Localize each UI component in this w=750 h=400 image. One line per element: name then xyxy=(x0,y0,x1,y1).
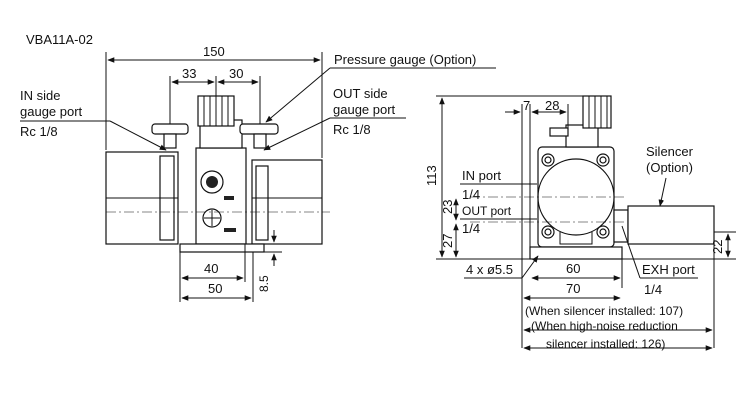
out-port-size: 1/4 xyxy=(462,221,480,236)
pressure-gauge-label: Pressure gauge (Option) xyxy=(334,52,476,67)
dim-27: 27 xyxy=(440,234,455,248)
in-port-size: 1/4 xyxy=(462,187,480,202)
dim-33: 33 xyxy=(182,66,196,81)
side-base-plate xyxy=(529,246,623,260)
in-gauge-label-1: IN side xyxy=(20,88,60,103)
dim-150: 150 xyxy=(203,44,225,59)
note-silencer: (When silencer installed: 107) xyxy=(525,304,683,318)
mount-holes-label: 4 x ø5.5 xyxy=(466,262,513,277)
dim-8-5: 8.5 xyxy=(257,275,271,292)
dim-28: 28 xyxy=(545,98,559,113)
exh-port-label: EXH port xyxy=(642,262,695,277)
dim-22: 22 xyxy=(710,240,725,254)
out-port-label: OUT port xyxy=(462,204,512,218)
side-view: 113 7 28 23 27 IN port 1/4 OUT port 1/4 … xyxy=(424,95,736,351)
dim-70: 70 xyxy=(566,281,580,296)
silencer-label-2: (Option) xyxy=(646,160,693,175)
dim-113: 113 xyxy=(424,165,439,186)
dim-60: 60 xyxy=(566,261,580,276)
exh-port-size: 1/4 xyxy=(644,282,662,297)
in-port-label: IN port xyxy=(462,168,501,183)
base-plate xyxy=(179,243,265,253)
in-gauge-label-2: gauge port xyxy=(20,104,83,119)
out-gauge-label-3: Rc 1/8 xyxy=(333,122,371,137)
note-high-noise-2: silencer installed: 126) xyxy=(546,337,665,351)
dim-23: 23 xyxy=(440,200,455,214)
out-gauge-plug xyxy=(239,123,279,135)
silencer xyxy=(627,205,715,245)
dim-50: 50 xyxy=(208,281,222,296)
out-gauge-label-1: OUT side xyxy=(333,86,388,101)
silencer-label-1: Silencer xyxy=(646,144,694,159)
out-gauge-label-2: gauge port xyxy=(333,102,396,117)
side-regulator-knob xyxy=(582,95,612,129)
in-gauge-plug xyxy=(151,123,189,135)
in-gauge-label-3: Rc 1/8 xyxy=(20,124,58,139)
dim-40: 40 xyxy=(204,261,218,276)
front-view: 150 33 30 40 50 8.5 IN side gauge port R… xyxy=(20,44,496,302)
dim-30: 30 xyxy=(229,66,243,81)
model-label: VBA11A-02 xyxy=(26,32,93,47)
dim-7: 7 xyxy=(523,98,530,113)
note-high-noise-1: (When high-noise reduction xyxy=(531,319,678,333)
center-body xyxy=(195,147,247,245)
